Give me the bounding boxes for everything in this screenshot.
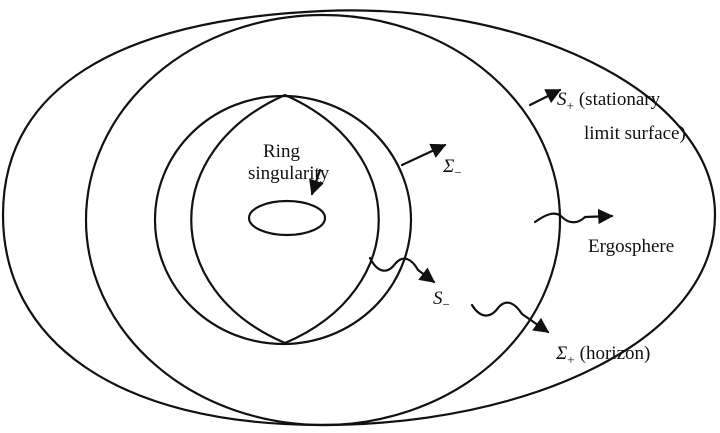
sigma-minus-label: Σ− (442, 156, 462, 180)
inner-horizon-sigma-minus (153, 94, 413, 346)
inner-stationary-limit-surface (190, 93, 380, 345)
ring-label-line1: Ring (263, 141, 300, 162)
splus-desc-line2: limit surface) (584, 123, 686, 144)
sigma-plus-label: Σ+ (horizon) (555, 343, 650, 367)
ring-singularity-pointer-arrow (309, 168, 324, 196)
sigma-plus-desc: (horizon) (580, 343, 651, 364)
sigma-minus-pointer-arrow (400, 143, 447, 167)
sminus-symbol: S (433, 288, 443, 309)
splus-subscript: + (567, 98, 574, 113)
sigma-plus-subscript: + (567, 352, 574, 367)
splus-label: S+ (stationary (557, 89, 661, 113)
ring-label-line2: singularity (248, 163, 330, 184)
ergosphere-pointer-arrow (533, 208, 614, 225)
sigma-plus-pointer-arrow (470, 301, 550, 334)
sminus-label: S− (433, 288, 450, 312)
sigma-minus-subscript: − (454, 165, 461, 180)
ring-singularity (247, 199, 327, 237)
splus-pointer-arrow (528, 88, 562, 107)
sigma-plus-symbol: Σ (555, 343, 567, 364)
sigma-minus-symbol: Σ (442, 156, 454, 177)
splus-desc-line1: (stationary (579, 89, 661, 110)
sminus-pointer-arrow (368, 256, 436, 284)
horizon-sigma-plus (84, 13, 562, 427)
sminus-subscript: − (443, 297, 450, 312)
ergosphere-label: Ergosphere (588, 236, 674, 257)
splus-symbol: S (557, 89, 567, 110)
